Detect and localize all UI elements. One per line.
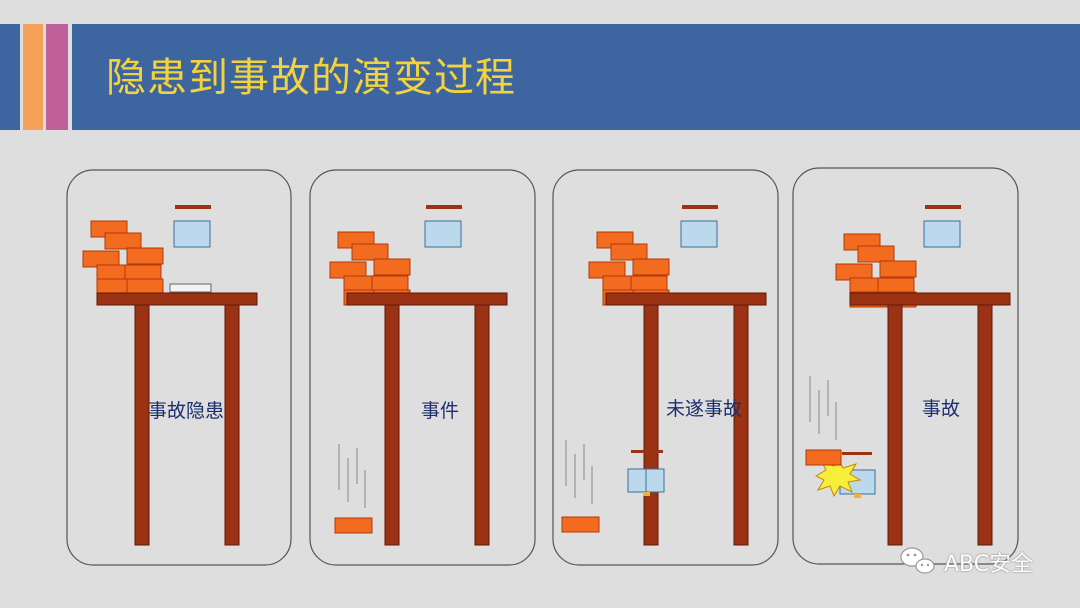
wechat-icon [900, 547, 935, 574]
watermark-text: ABC安全 [944, 552, 1034, 577]
fallen-brick-icon [334, 517, 373, 534]
window-icon [680, 204, 719, 248]
person-icon [627, 450, 665, 496]
falling-motion-icon [565, 439, 593, 505]
accent-stripe-pink [46, 24, 68, 130]
fallen-brick-icon [561, 516, 600, 533]
panel-label-hazard: 事故隐患 [147, 400, 225, 422]
window-icon [424, 204, 463, 248]
slide-title: 隐患到事故的演变过程 [106, 55, 516, 101]
panel-frame-2 [309, 169, 536, 566]
panel-frame-1 [66, 169, 292, 566]
panel-label-incident: 事件 [420, 400, 460, 422]
accent-stripe-blue [0, 24, 20, 130]
stripe-gap [20, 24, 23, 130]
falling-brick-icon [805, 449, 842, 466]
window-icon [173, 204, 212, 248]
watermark: ABC安全 [896, 546, 1033, 578]
stripe-gap [43, 24, 46, 130]
falling-motion-icon [338, 443, 366, 509]
falling-motion-icon [809, 375, 837, 441]
panel-label-near-miss: 未遂事故 [665, 398, 743, 420]
accent-stripe-orange [23, 24, 43, 130]
title-bar [0, 24, 1080, 130]
loose-plank-icon [169, 283, 212, 293]
window-icon [923, 204, 962, 248]
stripe-gap [68, 24, 72, 130]
brick-stack-icon [82, 220, 164, 295]
panel-label-accident: 事故 [921, 398, 961, 420]
panel-frame-3 [552, 169, 779, 566]
